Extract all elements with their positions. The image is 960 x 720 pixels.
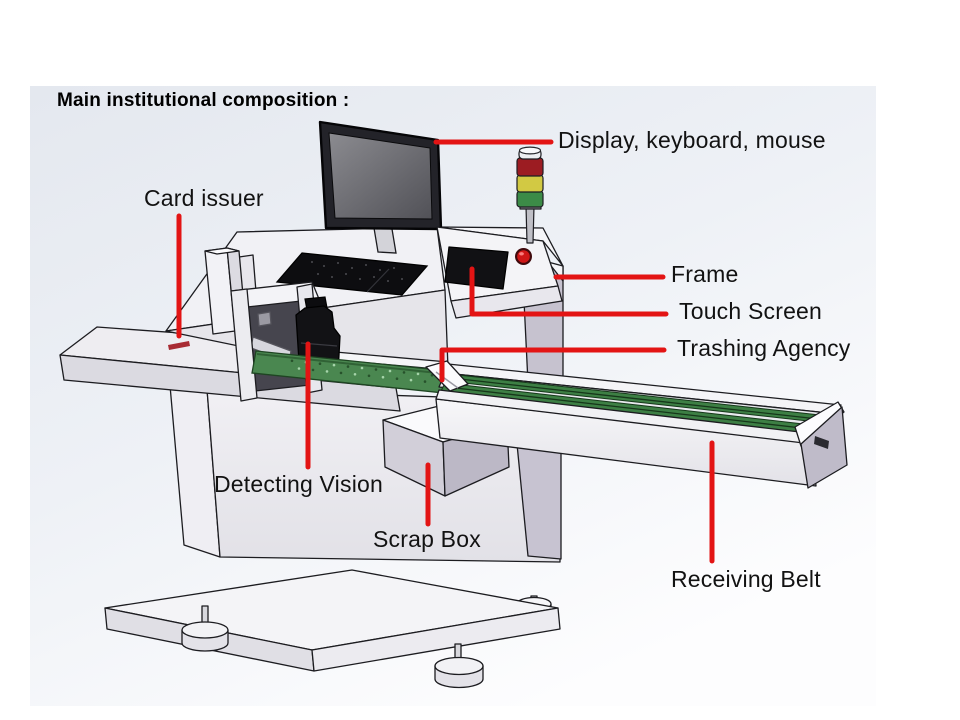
- annotation-line-trashing-agency: [439, 347, 667, 383]
- receiving-belt-conveyor: [425, 360, 848, 489]
- tower-red-segment: [516, 157, 544, 177]
- end-face-logo: [814, 436, 829, 449]
- monitor-stand: [373, 227, 397, 254]
- signal-tower-light: [516, 146, 544, 244]
- leveling-foot: [181, 605, 229, 652]
- control-console: [436, 226, 564, 384]
- keyboard: [275, 252, 429, 296]
- base-plate: [104, 569, 561, 689]
- keyboard-keys: [311, 261, 403, 282]
- conveyor-end-wedge: [794, 401, 845, 447]
- label-detecting-vision: Detecting Vision: [214, 471, 383, 497]
- label-scrap-box: Scrap Box: [373, 526, 481, 552]
- annotation-lines: [176, 139, 715, 564]
- tower-green-segment: [516, 190, 544, 208]
- red-marking: [168, 341, 190, 350]
- label-touch-screen: Touch Screen: [679, 298, 823, 324]
- monitor: [318, 120, 443, 254]
- emergency-button: [515, 248, 532, 265]
- monitor-screen: [328, 132, 433, 220]
- annotation-line-touch-screen: [469, 266, 669, 317]
- label-display-keyboard-mouse: Display, keyboard, mouse: [558, 127, 826, 153]
- leveling-foot: [434, 643, 484, 689]
- label-card-issuer: Card issuer: [144, 185, 264, 211]
- tower-yellow-segment: [516, 174, 544, 193]
- label-frame: Frame: [671, 261, 739, 287]
- touch-screen-panel: [444, 246, 509, 290]
- label-trashing-agency: Trashing Agency: [677, 335, 851, 361]
- label-receiving-belt: Receiving Belt: [671, 566, 821, 592]
- page-title: Main institutional composition :: [57, 90, 350, 111]
